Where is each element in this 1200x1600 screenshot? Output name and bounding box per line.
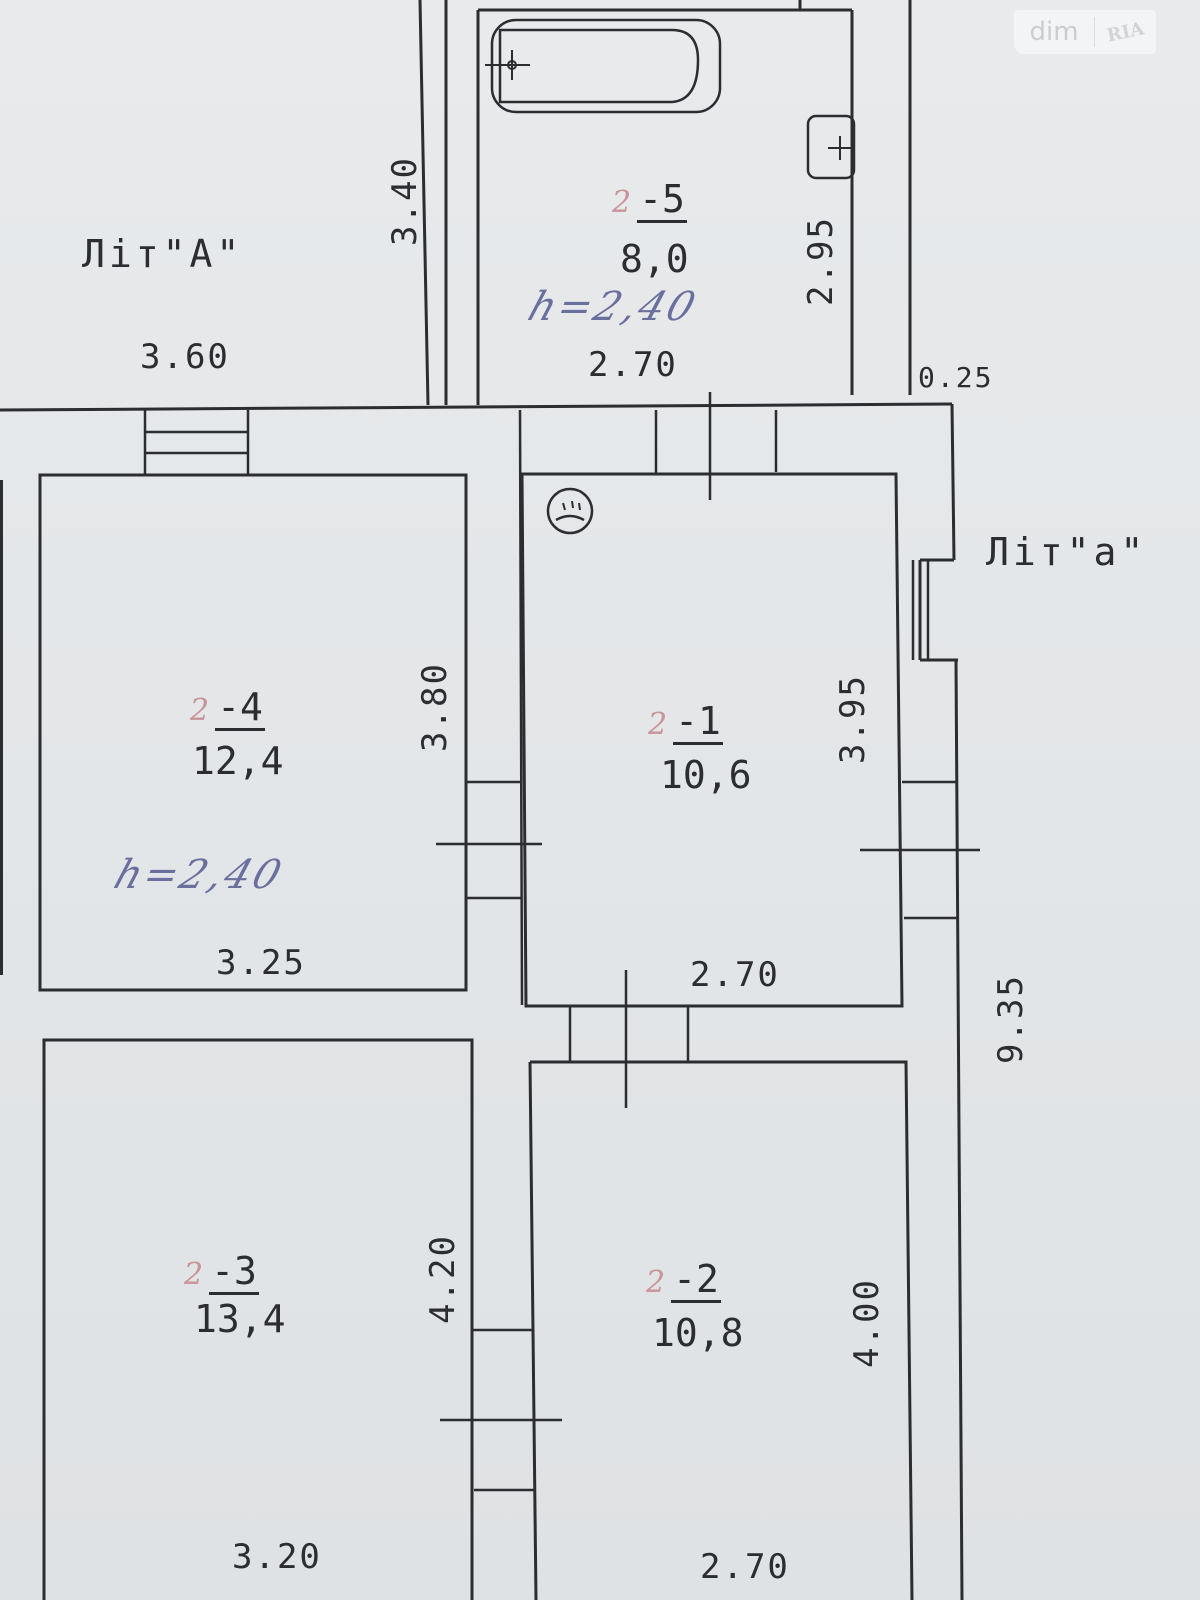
room-2-number: 2-2 <box>646 1257 721 1303</box>
bathtub-icon <box>485 18 722 114</box>
dim-room3-width: 3.20 <box>232 1537 322 1577</box>
room-3-prefix: 2 <box>184 1257 204 1292</box>
bathroom-walls <box>418 0 912 406</box>
room-3-area: 13,4 <box>194 1297 286 1341</box>
dim-top-left-width: 3.60 <box>140 337 230 377</box>
dim-bath-width: 2.70 <box>588 345 678 385</box>
room-4-number: 2-4 <box>190 685 265 731</box>
stove-icon <box>546 487 594 535</box>
room-4-prefix: 2 <box>190 693 210 728</box>
dim-room1-height: 3.95 <box>832 674 873 764</box>
room-4-area: 12,4 <box>192 739 284 783</box>
dim-room4-width: 3.25 <box>216 943 306 983</box>
room-2-outline <box>528 1060 914 1600</box>
room-2-prefix: 2 <box>646 1265 666 1300</box>
window-room4 <box>143 410 250 475</box>
watermark-ria: RIA <box>1105 17 1146 47</box>
room-1-outline <box>520 472 904 1008</box>
dim-room2-height: 4.00 <box>846 1278 887 1368</box>
door-room1-room2 <box>568 970 690 1108</box>
room-2-area: 10,8 <box>652 1311 744 1355</box>
dim-bath-height: 2.95 <box>800 216 841 306</box>
dim-room4-height: 3.80 <box>414 662 455 752</box>
exterior-door <box>860 560 980 920</box>
dimria-watermark: dim RIA <box>1014 10 1156 54</box>
dim-top-left-height: 3.40 <box>384 156 425 246</box>
washbasin-icon <box>806 114 856 180</box>
room-5-number: 2-5 <box>612 177 687 223</box>
room-1-prefix: 2 <box>648 707 668 742</box>
main-building-walls <box>0 402 964 1600</box>
room-5-prefix: 2 <box>612 185 632 220</box>
dim-overall-height: 9.35 <box>990 974 1031 1064</box>
room-5-area: 8,0 <box>620 237 689 281</box>
room-1-number: 2-1 <box>648 699 723 745</box>
dim-wall-offset: 0.25 <box>918 361 994 394</box>
room-5-height-note: h=2,40 <box>522 284 704 330</box>
dim-room2-width: 2.70 <box>700 1547 790 1587</box>
letter-main-building: Літ"А" <box>82 232 244 276</box>
letter-annex: Літ"а" <box>986 530 1148 574</box>
room-4-height-note: h=2,40 <box>108 852 290 898</box>
room-3-number: 2-3 <box>184 1249 259 1295</box>
window-room1 <box>654 392 778 500</box>
door-room3-room2 <box>440 1328 562 1492</box>
dim-room3-height: 4.20 <box>422 1234 463 1324</box>
dim-room1-width: 2.70 <box>690 955 780 995</box>
watermark-dim: dim <box>1014 17 1095 47</box>
room-1-area: 10,6 <box>660 753 752 797</box>
room-4-outline <box>38 473 468 992</box>
